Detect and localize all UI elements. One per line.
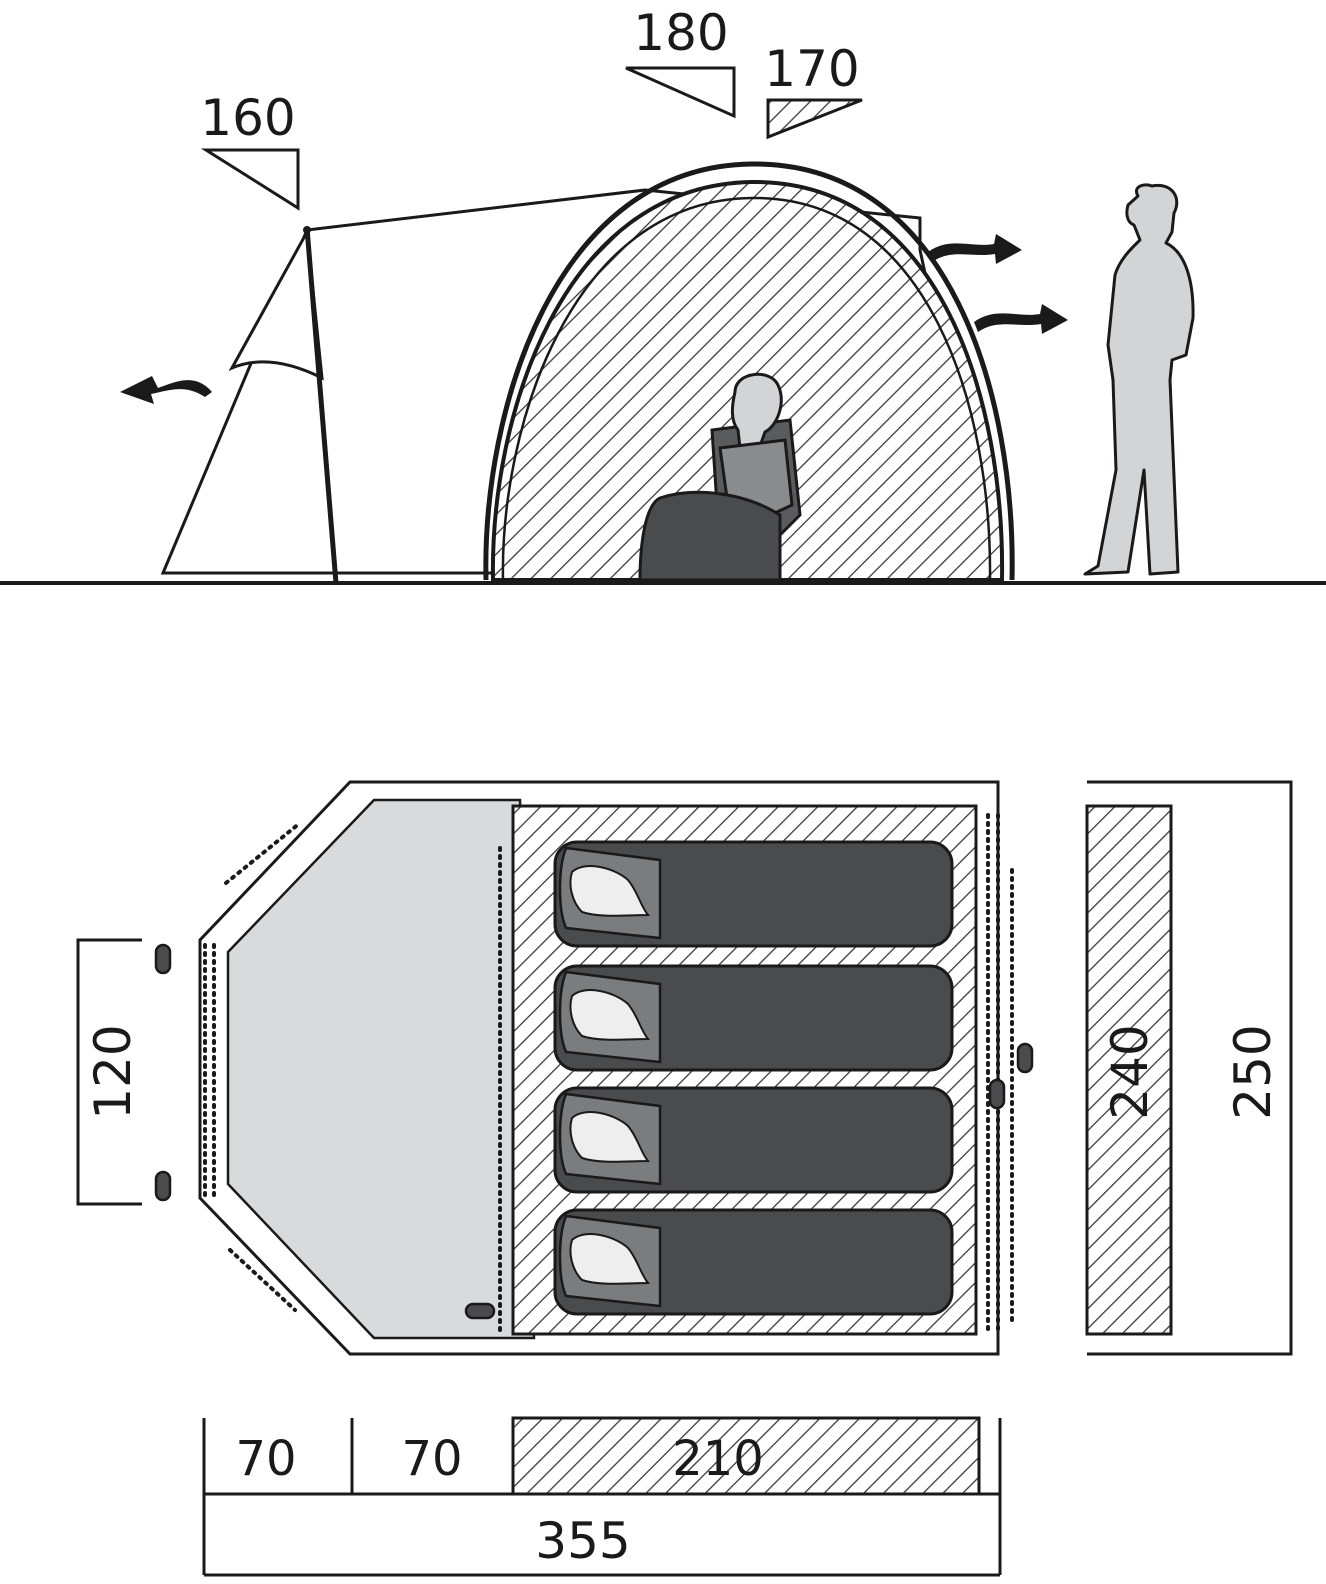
toggle-icon [154, 943, 172, 975]
toggle-icon [154, 1170, 172, 1202]
sleeping-bag-icon [553, 964, 954, 1072]
inner-width-box [1085, 804, 1173, 1336]
height-label-left: 160 [200, 89, 295, 147]
side-view: 160 180 170 [0, 4, 1326, 585]
toggle-icon [464, 1302, 496, 1320]
sleeping-bags [553, 840, 954, 1316]
porch-floor [226, 798, 536, 1340]
height-marker-inner [766, 98, 863, 140]
total-length-label: 355 [535, 1512, 630, 1570]
toggle-icon [988, 1078, 1006, 1110]
total-width-bracket [1087, 780, 1293, 1356]
height-marker-peak [625, 66, 736, 119]
height-marker-left [200, 148, 300, 211]
height-label-peak: 180 [633, 4, 728, 62]
porch-width-bracket [76, 938, 142, 1206]
front-pole [304, 227, 339, 584]
inner-width-label: 240 [1101, 1024, 1159, 1119]
length-segment-1: 70 [235, 1431, 296, 1487]
length-segment-2: 70 [401, 1431, 462, 1487]
total-width-label: 250 [1224, 1024, 1282, 1119]
airflow-arrow-left-icon [120, 376, 212, 404]
sleeping-bag-icon [553, 840, 954, 948]
height-label-inner: 170 [764, 40, 859, 98]
sleeping-bag-icon [553, 1208, 954, 1316]
airflow-arrow-right-top-icon [928, 234, 1022, 264]
inner-length-box [511, 1416, 981, 1496]
seated-person-icon [638, 372, 802, 582]
sleeping-bag-icon [553, 1086, 954, 1194]
length-segment-3: 210 [672, 1431, 764, 1487]
standing-person-icon [1083, 183, 1195, 576]
floor-plan: 120 240 250 70 70 210 355 [76, 780, 1293, 1577]
airflow-arrow-right-bottom-icon [974, 304, 1068, 334]
dome-pole [483, 161, 1015, 581]
length-dimensions: 70 70 210 355 [202, 1416, 1002, 1577]
porch-width-label: 120 [84, 1024, 142, 1119]
toggle-icon [1016, 1042, 1034, 1074]
